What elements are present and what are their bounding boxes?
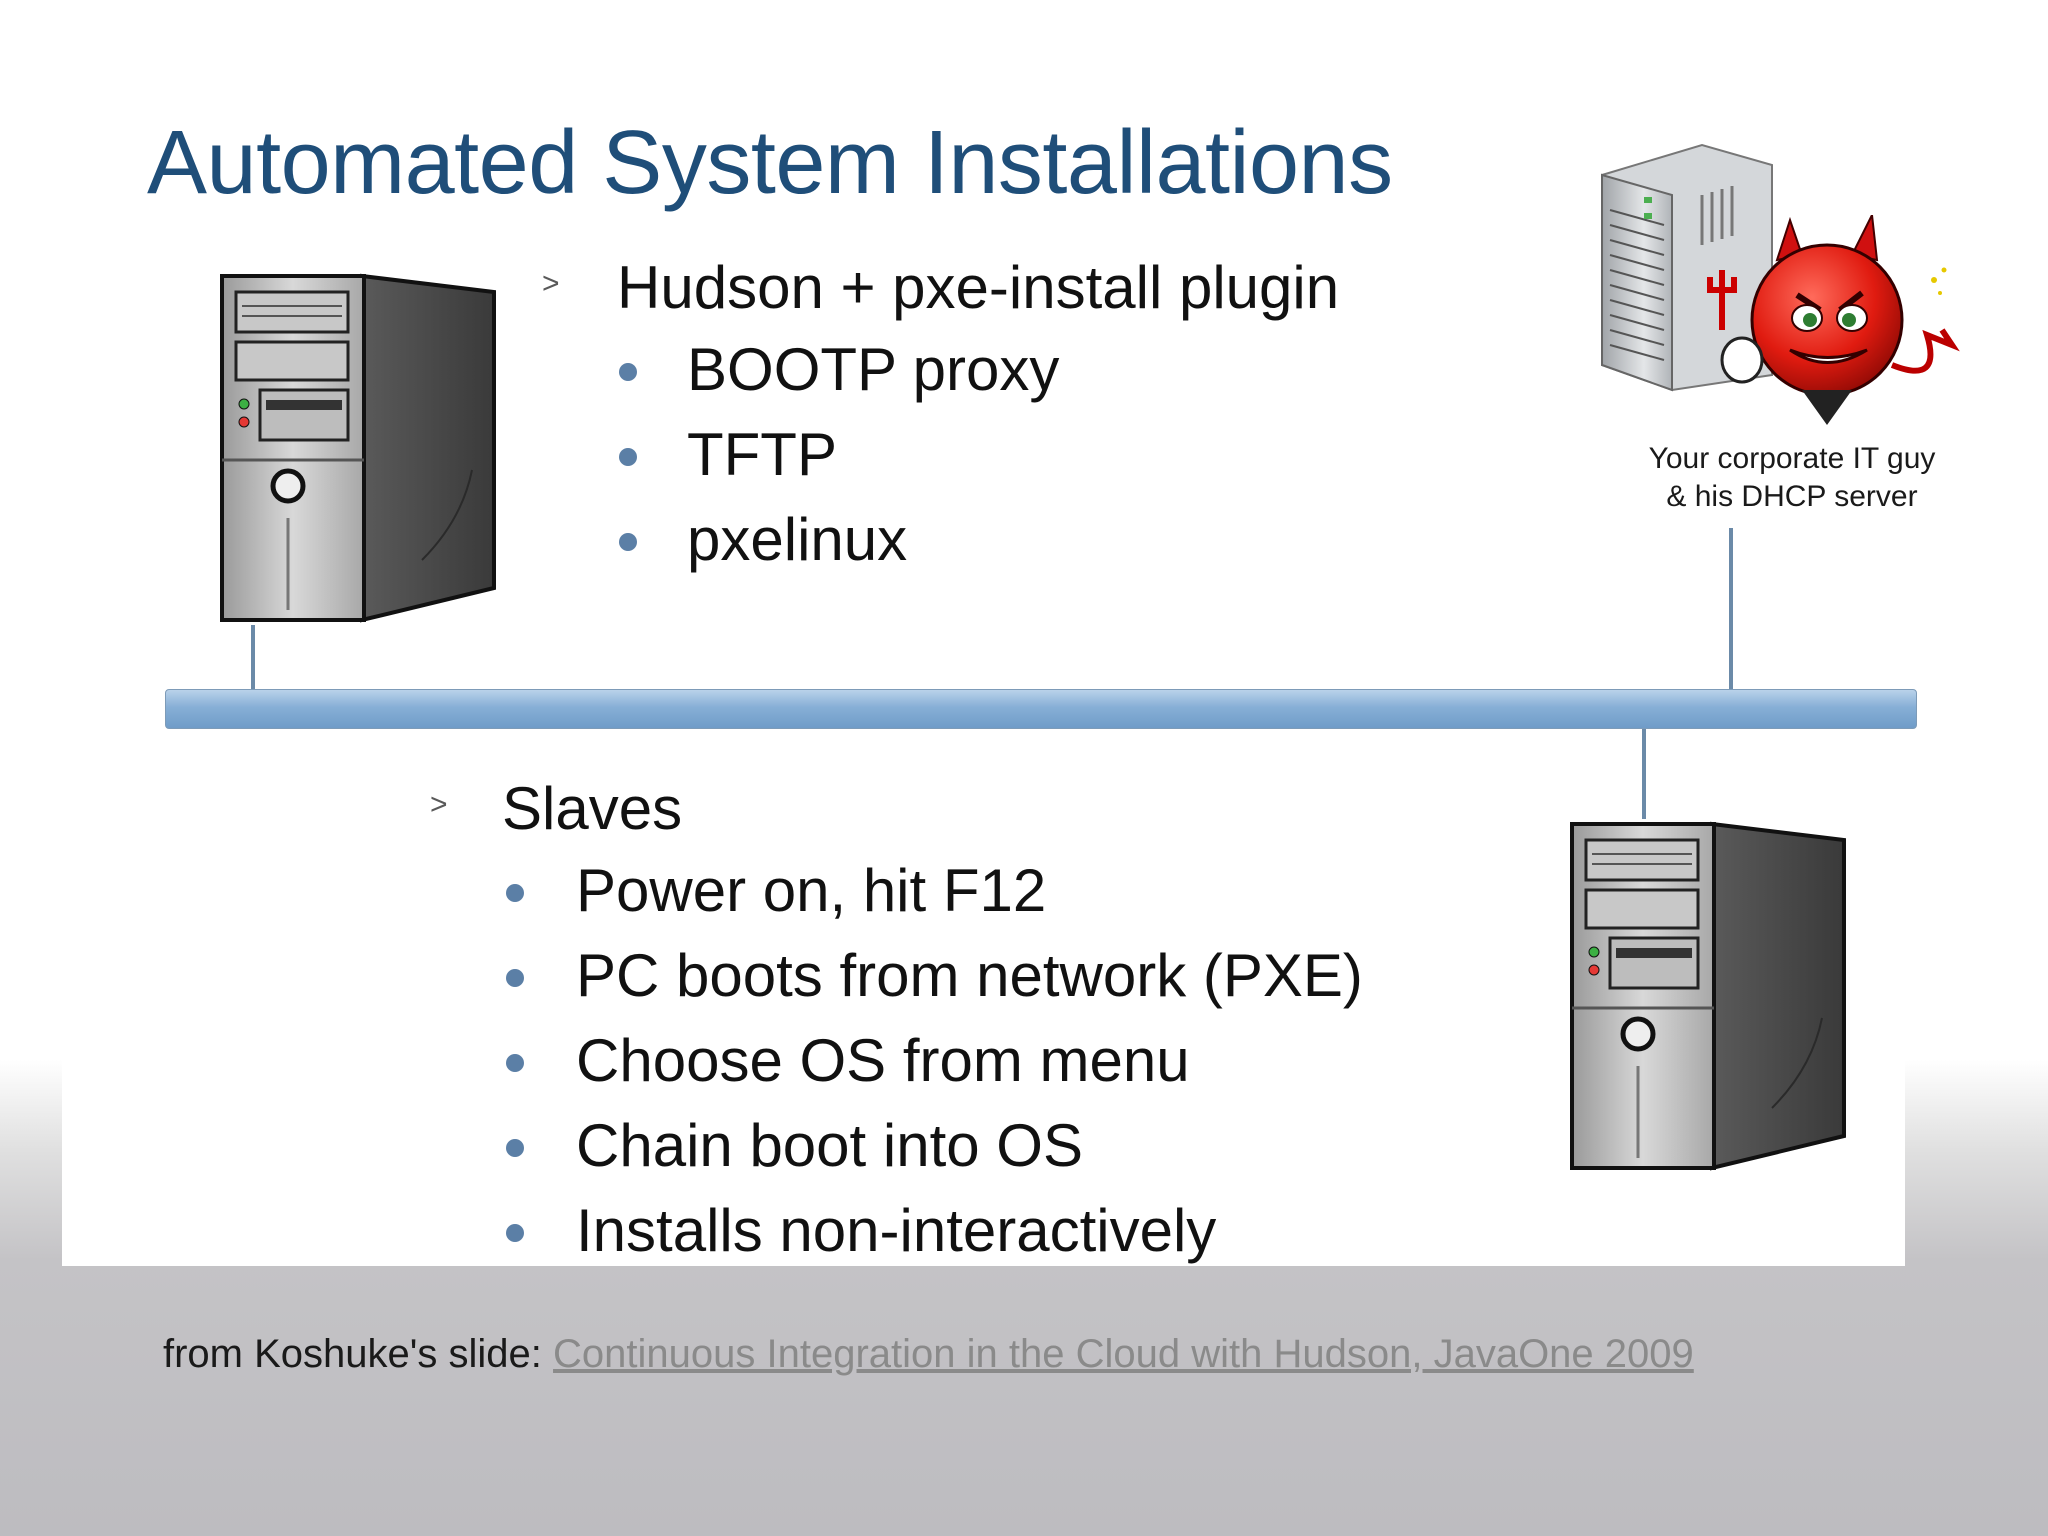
list-item: Choose OS from menu — [430, 1026, 1363, 1111]
bullet-dot-icon — [506, 1054, 524, 1072]
list-item: BOOTP proxy — [542, 335, 1059, 420]
list-item: Installs non-interactively — [430, 1196, 1363, 1281]
top-pc-network-link — [251, 625, 255, 691]
list-item: PC boots from network (PXE) — [430, 941, 1363, 1026]
bullet-dot-icon — [506, 1224, 524, 1242]
list-item: Chain boot into OS — [430, 1111, 1363, 1196]
bullet-dot-icon — [506, 969, 524, 987]
bullet-dot-icon — [619, 363, 637, 381]
footer-credit: from Koshuke's slide: Continuous Integra… — [163, 1332, 1694, 1377]
bottom-bullet-list: Power on, hit F12 PC boots from network … — [430, 856, 1363, 1281]
bottom-pc-icon — [1570, 821, 1846, 1171]
slide-title: Automated System Installations — [147, 113, 1393, 213]
bottom-section-heading: Slaves — [502, 775, 683, 842]
bullet-dot-icon — [506, 884, 524, 902]
bullet-dot-icon — [619, 533, 637, 551]
top-bullet-list: BOOTP proxy TFTP pxelinux — [542, 335, 1059, 590]
server-rack-icon — [1601, 143, 1773, 392]
server-caption: Your corporate IT guy & his DHCP server — [1648, 442, 1936, 513]
devil-face-icon — [1707, 215, 1960, 425]
bullet-dot-icon — [619, 448, 637, 466]
slide: Automated System Installations > Huds — [62, 0, 1960, 1266]
chevron-icon: > — [542, 267, 560, 300]
top-pc-icon — [220, 273, 496, 623]
chevron-icon: > — [430, 788, 448, 821]
top-section-heading: Hudson + pxe-install plugin — [617, 254, 1340, 321]
bottom-bullet-section: > Slaves Power on, hit F12 PC boots from… — [430, 774, 1363, 1281]
bottom-pc-network-link — [1642, 729, 1646, 819]
footer-prefix: from Koshuke's slide: — [163, 1332, 554, 1376]
bullet-dot-icon — [506, 1139, 524, 1157]
network-bar — [165, 689, 1917, 729]
list-item: pxelinux — [542, 505, 1059, 590]
list-item: TFTP — [542, 420, 1059, 505]
server-network-link — [1729, 528, 1733, 691]
list-item: Power on, hit F12 — [430, 856, 1363, 941]
top-bullet-section: > Hudson + pxe-install plugin BOOTP prox… — [542, 253, 1339, 590]
source-link[interactable]: Continuous Integration in the Cloud with… — [553, 1332, 1694, 1376]
